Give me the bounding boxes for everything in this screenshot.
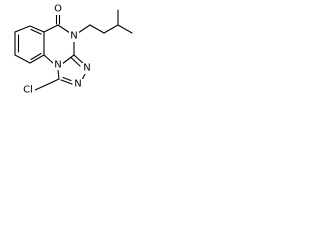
atom-nitrogen-quinazoline: N <box>70 31 77 42</box>
bond-chain-3 <box>103 24 119 34</box>
bond-triazole-1 <box>73 54 85 65</box>
bond-c-junction-n-bridge <box>61 54 75 65</box>
bond-triazole-3 <box>60 79 73 85</box>
bond-benzene-inner-2 <box>30 52 42 61</box>
bond-chain-2 <box>89 24 105 34</box>
bond-triazole-3-double <box>62 76 72 82</box>
bond-ch2-cl <box>34 85 45 91</box>
bond-triazole-4 <box>57 69 60 80</box>
structure-canvas: O N N N N Cl <box>0 0 139 98</box>
molecule-structure: O N N N N Cl <box>14 4 133 96</box>
atom-nitrogen-bridge: N <box>54 60 61 71</box>
bond-lines <box>14 9 133 91</box>
atom-oxygen: O <box>54 4 62 15</box>
bond-n-bridge-benzene <box>43 54 55 65</box>
bond-ch2 <box>43 78 60 87</box>
bond-carbonyl-n <box>57 24 71 34</box>
bond-benzene-3 <box>14 54 31 64</box>
bond-chain-1 <box>77 24 91 34</box>
bond-benzene-4 <box>29 54 45 64</box>
bond-chain-5 <box>117 24 133 34</box>
bond-ring-c-carbonyl <box>43 24 59 33</box>
atom-nitrogen-triazole-b: N <box>74 79 81 90</box>
bond-triazole-1-double <box>70 57 81 67</box>
atom-nitrogen-triazole-a: N <box>83 63 90 74</box>
bond-benzene-6 <box>29 25 45 33</box>
bond-benzene-1 <box>14 25 31 33</box>
atom-labels: O N N N N Cl <box>20 4 92 96</box>
bond-benzene-inner-3 <box>30 28 42 35</box>
atom-chlorine: Cl <box>23 85 33 96</box>
